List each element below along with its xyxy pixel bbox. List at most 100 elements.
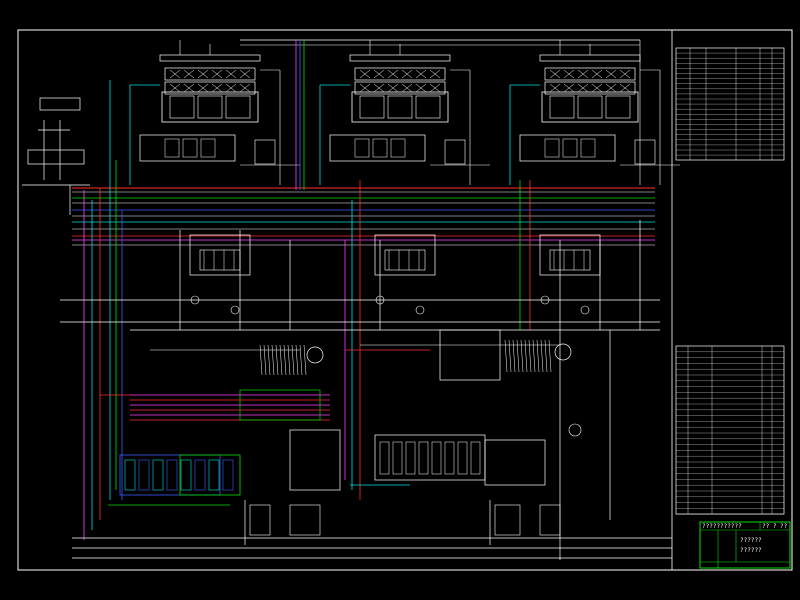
heater-cell bbox=[431, 441, 442, 475]
turbine-blade bbox=[540, 339, 544, 373]
left-schematic bbox=[22, 97, 90, 215]
unit-body-cell bbox=[225, 95, 251, 119]
turbine-blade bbox=[303, 344, 307, 376]
unit-header-drum bbox=[159, 54, 261, 62]
heater-shell bbox=[539, 234, 601, 276]
title-block-name-2: ?????? bbox=[740, 547, 762, 554]
aux-cell bbox=[544, 138, 560, 158]
aux-cell bbox=[390, 138, 406, 158]
condenser-box bbox=[484, 439, 546, 486]
turbine-blade bbox=[287, 344, 291, 376]
lower-piping bbox=[60, 220, 672, 560]
casing-hatch bbox=[169, 69, 181, 79]
heater-cell bbox=[379, 441, 390, 475]
heater-core bbox=[549, 249, 591, 271]
heater-bank bbox=[119, 454, 221, 496]
turbine-blade bbox=[508, 339, 512, 373]
turbine-blade bbox=[532, 339, 536, 373]
unit-body-cell bbox=[605, 95, 631, 119]
casing-hatch bbox=[197, 83, 209, 93]
casing-hatch bbox=[211, 69, 223, 79]
mid-unit-3 bbox=[539, 234, 601, 315]
unit-valve-box bbox=[634, 139, 656, 165]
casing-hatch bbox=[605, 69, 617, 79]
casing-hatch bbox=[605, 83, 617, 93]
casing-hatch bbox=[577, 69, 589, 79]
heater-cell bbox=[166, 459, 178, 491]
unit-3 bbox=[509, 40, 680, 185]
turbine-blade bbox=[291, 344, 295, 376]
unit-equipment-group bbox=[129, 39, 680, 185]
casing-hatch bbox=[359, 83, 371, 93]
unit-aux-box bbox=[139, 134, 236, 162]
title-block-top-code: ?? ? ?? bbox=[762, 523, 788, 530]
unit-casing bbox=[354, 67, 446, 81]
pipe-headers bbox=[72, 40, 655, 540]
equipment-table-top bbox=[675, 47, 785, 161]
turbine-blade bbox=[267, 344, 271, 376]
casing-hatch bbox=[387, 69, 399, 79]
lower-right-system bbox=[345, 329, 582, 536]
heater-cell bbox=[418, 441, 429, 475]
turbine-blade bbox=[504, 339, 508, 373]
turbine-blade bbox=[283, 344, 287, 376]
unit-body-cell bbox=[169, 95, 195, 119]
casing-hatch bbox=[239, 69, 251, 79]
casing-hatch bbox=[549, 83, 561, 93]
casing-hatch bbox=[197, 69, 209, 79]
casing-hatch bbox=[549, 69, 561, 79]
heater-core bbox=[384, 249, 426, 271]
heater-cell bbox=[208, 459, 220, 491]
casing-hatch bbox=[359, 69, 371, 79]
unit-2 bbox=[319, 40, 490, 185]
unit-body bbox=[351, 91, 449, 123]
heater-shell bbox=[189, 234, 251, 276]
title-block: ??????????? ?? ? ?? ?????? ?????? bbox=[699, 521, 791, 569]
unit-casing bbox=[164, 67, 256, 81]
heater-cell bbox=[470, 441, 481, 475]
turbine-blade bbox=[279, 344, 283, 376]
casing-hatch bbox=[183, 83, 195, 93]
unit-valve-box bbox=[254, 139, 276, 165]
turbine-blade bbox=[516, 339, 520, 373]
unit-body-cell bbox=[549, 95, 575, 119]
casing-hatch bbox=[577, 83, 589, 93]
aux-cell bbox=[200, 138, 216, 158]
casing-hatch bbox=[591, 69, 603, 79]
aux-cell bbox=[562, 138, 578, 158]
title-block-top-label: ??????????? bbox=[702, 523, 742, 530]
turbine-blade bbox=[544, 339, 548, 373]
casing-hatch bbox=[429, 83, 441, 93]
aux-cell bbox=[580, 138, 596, 158]
heater-cell bbox=[222, 459, 234, 491]
unit-body bbox=[541, 91, 639, 123]
unit-header-drum bbox=[349, 54, 451, 62]
turbine-blade bbox=[528, 339, 532, 373]
unit-valve-box bbox=[444, 139, 466, 165]
pump-symbol bbox=[415, 305, 425, 315]
unit-casing bbox=[164, 81, 256, 95]
unit-body-cell bbox=[577, 95, 603, 119]
unit-aux-box bbox=[519, 134, 616, 162]
turbine-blade bbox=[512, 339, 516, 373]
unit-body-cell bbox=[359, 95, 385, 119]
heater-cell bbox=[180, 459, 192, 491]
casing-hatch bbox=[415, 83, 427, 93]
casing-hatch bbox=[591, 83, 603, 93]
heater-cell bbox=[392, 441, 403, 475]
turbine-blade bbox=[524, 339, 528, 373]
pump-box bbox=[249, 504, 271, 536]
casing-hatch bbox=[619, 69, 631, 79]
unit-casing bbox=[544, 67, 636, 81]
casing-hatch bbox=[211, 83, 223, 93]
turbine-blade bbox=[295, 344, 299, 376]
pump-symbol bbox=[568, 423, 582, 437]
turbine-blade bbox=[548, 339, 552, 373]
aux-cell bbox=[354, 138, 370, 158]
heater-bank bbox=[179, 454, 241, 496]
casing-hatch bbox=[225, 83, 237, 93]
generator-symbol bbox=[306, 346, 324, 364]
heater-bank bbox=[374, 434, 486, 481]
aux-cell bbox=[372, 138, 388, 158]
